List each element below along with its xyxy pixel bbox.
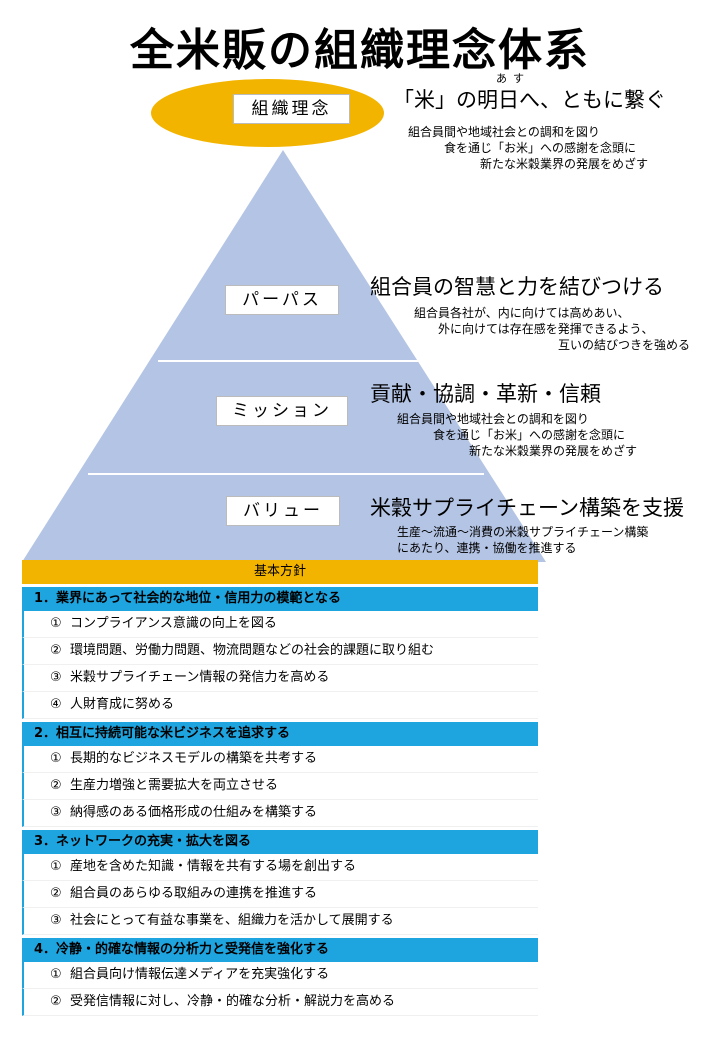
policy-section: 4．冷静・的確な情報の分析力と受発信を強化する ① 組合員向け情報伝達メディアを充…	[22, 938, 538, 1016]
list-item: ① コンプライアンス意識の向上を図る	[22, 611, 538, 638]
item-number: ②	[50, 643, 62, 658]
item-number: ③	[50, 670, 62, 685]
list-item: ② 生産力増強と需要拡大を両立させる	[22, 773, 538, 800]
item-text: コンプライアンス意識の向上を図る	[70, 616, 277, 631]
mission-desc: 組合員間や地域社会との調和を図り 食を通じ「お米」への感謝を念頭に 新たな米穀業…	[397, 412, 638, 458]
item-number: ①	[50, 616, 62, 631]
item-number: ④	[50, 697, 62, 712]
list-item: ② 環境問題、労働力問題、物流問題などの社会的課題に取り組む	[22, 638, 538, 665]
list-item: ① 組合員向け情報伝達メディアを充実強化する	[22, 962, 538, 989]
mission-label: ミッション	[216, 396, 348, 426]
list-item: ③ 納得感のある価格形成の仕組みを構築する	[22, 800, 538, 827]
item-text: 環境問題、労働力問題、物流問題などの社会的課題に取り組む	[70, 643, 435, 658]
ruby-text: あす	[496, 72, 530, 85]
philosophy-desc: 組合員間や地域社会との調和を図り 食を通じ「お米」への感謝を念頭に 新たな米穀業…	[408, 125, 649, 171]
item-text: 社会にとって有益な事業を、組織力を活かして展開する	[70, 913, 394, 928]
list-item: ① 産地を含めた知識・情報を共有する場を創出する	[22, 854, 538, 881]
list-item: ① 長期的なビジネスモデルの構築を共考する	[22, 746, 538, 773]
purpose-label: パーパス	[225, 285, 339, 315]
mission-headline: 貢献・協調・革新・信頼	[370, 382, 601, 406]
item-text: 組合員のあらゆる取組みの連携を推進する	[70, 886, 318, 901]
policy-table: 基本方針 1．業界にあって社会的な地位・信用力の模範となる ① コンプライアンス意…	[22, 560, 538, 1016]
item-text: 米穀サプライチェーン情報の発信力を高める	[70, 670, 330, 685]
philosophy-headline: 「米」の明日へ、ともに繋ぐ	[393, 88, 666, 112]
list-item: ② 受発信情報に対し、冷静・的確な分析・解説力を高める	[22, 989, 538, 1016]
item-text: 産地を含めた知識・情報を共有する場を創出する	[70, 859, 357, 874]
section-title: 3．ネットワークの充実・拡大を図る	[22, 830, 538, 854]
purpose-desc: 組合員各社が、内に向けては高めあい、 外に向けては存在感を発揮できるよう、 互い…	[414, 306, 691, 352]
item-number: ①	[50, 859, 62, 874]
value-label: バリュー	[226, 496, 340, 526]
list-item: ③ 米穀サプライチェーン情報の発信力を高める	[22, 665, 538, 692]
section-title: 1．業界にあって社会的な地位・信用力の模範となる	[22, 587, 538, 611]
item-number: ③	[50, 805, 62, 820]
policy-section: 1．業界にあって社会的な地位・信用力の模範となる ① コンプライアンス意識の向上を…	[22, 587, 538, 719]
item-number: ③	[50, 913, 62, 928]
purpose-headline: 組合員の智慧と力を結びつける	[370, 275, 664, 299]
item-text: 生産力増強と需要拡大を両立させる	[70, 778, 279, 793]
policy-section: 2．相互に持続可能な米ビジネスを追求する ① 長期的なビジネスモデルの構築を共考す…	[22, 722, 538, 827]
item-text: 納得感のある価格形成の仕組みを構築する	[70, 805, 318, 820]
value-headline: 米穀サプライチェーン構築を支援	[370, 496, 684, 520]
item-number: ①	[50, 967, 62, 982]
item-text: 組合員向け情報伝達メディアを充実強化する	[70, 967, 330, 982]
item-text: 受発信情報に対し、冷静・的確な分析・解説力を高める	[70, 994, 396, 1009]
item-text: 長期的なビジネスモデルの構築を共考する	[70, 751, 318, 766]
section-title: 2．相互に持続可能な米ビジネスを追求する	[22, 722, 538, 746]
policy-section: 3．ネットワークの充実・拡大を図る ① 産地を含めた知識・情報を共有する場を創出す…	[22, 830, 538, 935]
pyramid-shape	[22, 150, 546, 562]
page-title: 全米販の組織理念体系	[130, 25, 590, 76]
item-number: ②	[50, 994, 62, 1009]
list-item: ③ 社会にとって有益な事業を、組織力を活かして展開する	[22, 908, 538, 935]
policy-header: 基本方針	[22, 560, 538, 584]
list-item: ④ 人財育成に努める	[22, 692, 538, 719]
value-desc: 生産～流通～消費の米穀サプライチェーン構築 にあたり、連携・協働を推進する	[397, 525, 649, 555]
item-text: 人財育成に努める	[70, 697, 175, 712]
philosophy-label: 組織理念	[233, 94, 350, 124]
item-number: ①	[50, 751, 62, 766]
section-title: 4．冷静・的確な情報の分析力と受発信を強化する	[22, 938, 538, 962]
item-number: ②	[50, 778, 62, 793]
item-number: ②	[50, 886, 62, 901]
list-item: ② 組合員のあらゆる取組みの連携を推進する	[22, 881, 538, 908]
